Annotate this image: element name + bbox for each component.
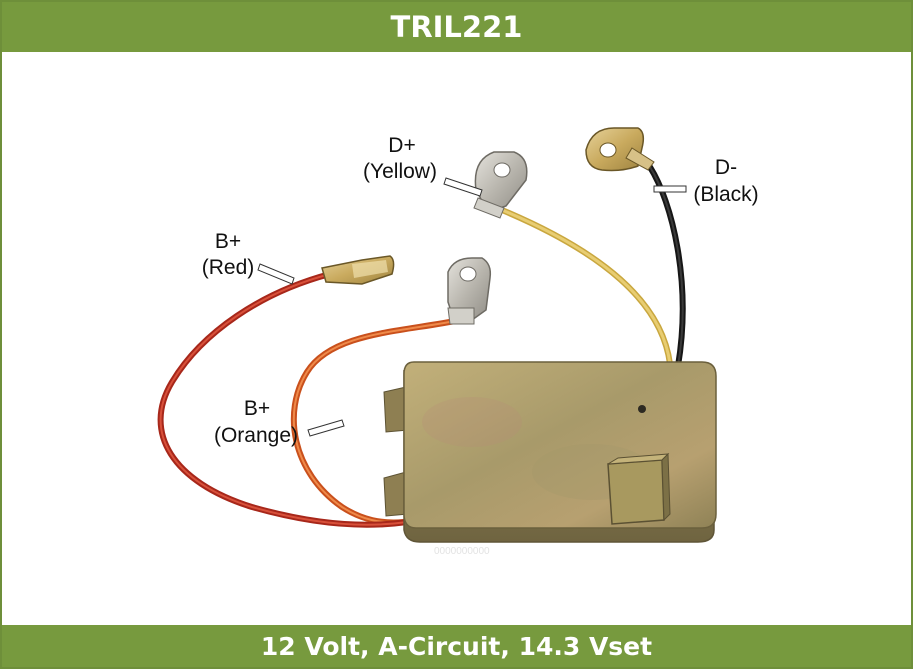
label-b-plus-red-terminal: B+ bbox=[215, 230, 241, 253]
product-spec-banner: 12 Volt, A-Circuit, 14.3 Vset bbox=[2, 625, 911, 667]
wire-yellow bbox=[499, 207, 673, 367]
label-b-plus-orange-color: (Orange) bbox=[214, 424, 298, 447]
label-d-plus-color: (Yellow) bbox=[363, 160, 437, 183]
label-d-minus-terminal: D- bbox=[715, 156, 737, 179]
label-b-plus-orange: B+ (Orange) bbox=[214, 397, 298, 447]
label-d-minus-color: (Black) bbox=[693, 183, 758, 206]
terminal-b-plus-red bbox=[321, 255, 395, 285]
callout-lines bbox=[257, 177, 687, 437]
regulator-case: 0000000000 bbox=[383, 361, 717, 557]
product-title-banner: TRIL221 bbox=[2, 2, 911, 52]
label-b-plus-red-color: (Red) bbox=[202, 256, 255, 279]
svg-text:0000000000: 0000000000 bbox=[434, 546, 490, 557]
product-spec: 12 Volt, A-Circuit, 14.3 Vset bbox=[260, 631, 653, 661]
wire-orange bbox=[290, 317, 463, 526]
label-d-plus-terminal: D+ bbox=[388, 134, 415, 157]
label-d-minus: D- (Black) bbox=[693, 156, 758, 206]
terminal-d-plus bbox=[473, 151, 528, 219]
wire-red bbox=[157, 271, 410, 528]
label-b-plus-orange-terminal: B+ bbox=[244, 397, 270, 420]
terminal-b-plus-orange bbox=[447, 257, 492, 325]
product-title: TRIL221 bbox=[390, 10, 523, 44]
regulator-photo: 0000000000 bbox=[157, 127, 759, 557]
label-b-plus-red: B+ (Red) bbox=[202, 230, 255, 279]
terminal-d-minus bbox=[585, 127, 655, 172]
wire-black bbox=[647, 164, 686, 369]
label-d-plus: D+ (Yellow) bbox=[363, 134, 437, 183]
